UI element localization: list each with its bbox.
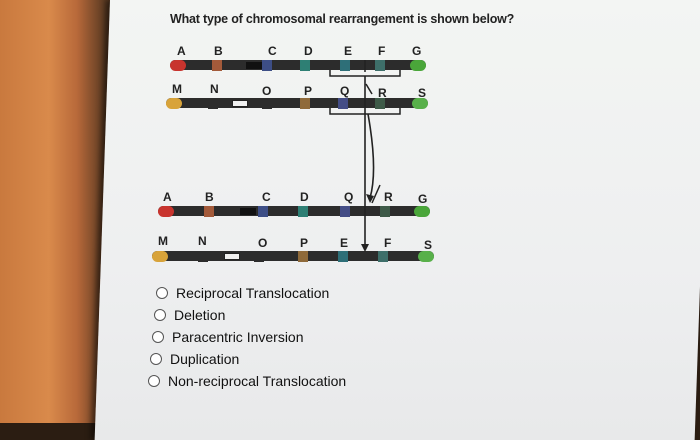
- gene-label: C: [262, 190, 271, 204]
- gene-label: R: [384, 190, 393, 204]
- option-label: Non-reciprocal Translocation: [168, 373, 347, 389]
- gene-label: G: [412, 44, 422, 58]
- gene-label: F: [384, 236, 392, 250]
- gene-label: A: [163, 190, 172, 204]
- radio-button[interactable]: [150, 353, 162, 365]
- gene-label: N: [198, 234, 207, 248]
- gene-label: C: [268, 44, 277, 58]
- gene-label: P: [300, 236, 309, 250]
- radio-button[interactable]: [154, 309, 166, 321]
- gene-label: P: [304, 84, 313, 98]
- gene-label: S: [418, 86, 427, 100]
- gene-label: O: [262, 84, 272, 98]
- exchange-arrows: [329, 60, 401, 252]
- gene-label: A: [177, 44, 186, 58]
- gene-label: E: [344, 44, 353, 58]
- option-label: Paracentric Inversion: [172, 329, 304, 345]
- option-non-reciprocal-translocation[interactable]: Non-reciprocal Translocation: [148, 370, 346, 392]
- gene-label: R: [378, 86, 387, 100]
- gene-label: B: [205, 190, 214, 204]
- gene-label: Q: [340, 84, 350, 98]
- answer-options: Reciprocal Translocation Deletion Parace…: [148, 282, 346, 392]
- option-paracentric-inversion[interactable]: Paracentric Inversion: [152, 326, 346, 348]
- gene-label: N: [210, 82, 219, 96]
- option-deletion[interactable]: Deletion: [154, 304, 346, 326]
- option-label: Deletion: [174, 307, 226, 323]
- radio-button[interactable]: [156, 287, 168, 299]
- radio-button[interactable]: [148, 375, 160, 387]
- gene-label: S: [424, 238, 433, 252]
- question-text: What type of chromosomal rearrangement i…: [170, 12, 515, 26]
- option-reciprocal-translocation[interactable]: Reciprocal Translocation: [156, 282, 346, 304]
- gene-label: G: [418, 192, 428, 206]
- gene-label: D: [300, 190, 309, 204]
- gene-label: O: [258, 236, 268, 250]
- gene-label: M: [172, 82, 182, 96]
- radio-button[interactable]: [152, 331, 164, 343]
- gene-label: D: [304, 44, 313, 58]
- gene-label: E: [340, 236, 349, 250]
- question-panel: What type of chromosomal rearrangement i…: [148, 12, 515, 392]
- gene-label: M: [158, 234, 168, 248]
- option-duplication[interactable]: Duplication: [150, 348, 346, 370]
- gene-label: B: [214, 44, 223, 58]
- option-label: Duplication: [170, 351, 240, 367]
- gene-label: F: [378, 44, 386, 58]
- option-label: Reciprocal Translocation: [176, 285, 330, 301]
- gene-label: Q: [344, 190, 354, 204]
